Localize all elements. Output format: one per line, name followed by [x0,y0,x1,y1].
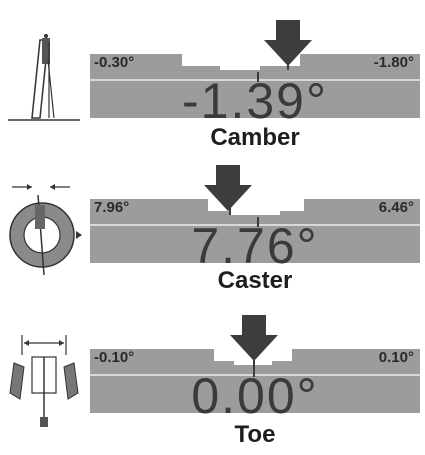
caster-row: 7.96° 6.46° 7.76° Caster [0,155,425,305]
caster-indicator-arrow-icon [204,165,252,211]
toe-value: 0.00° [191,368,319,424]
toe-vehicle-front-icon [4,305,84,435]
caster-label: Caster [217,267,293,294]
camber-min-label: -0.30° [94,54,135,71]
camber-gauge: -0.30° -1.80° -1.39° [90,20,420,130]
toe-row: -0.10° 0.10° 0.00° Toe [0,305,425,455]
toe-indicator-arrow-icon [230,315,278,361]
caster-gauge: 7.96° 6.46° 7.76° [90,165,420,275]
camber-label: Camber [210,124,300,151]
toe-gauge: -0.10° 0.10° 0.00° [90,315,420,425]
caster-wheel-icon [4,155,84,285]
camber-indicator-arrow-icon [264,20,312,66]
camber-wheel-side-icon [4,0,84,130]
caster-max-label: 6.46° [378,199,414,216]
toe-label: Toe [234,421,276,448]
caster-value: 7.76° [191,218,319,274]
camber-max-label: -1.80° [373,54,414,71]
camber-row: -0.30° -1.80° -1.39° Camber [0,0,425,151]
toe-max-label: 0.10° [378,349,414,366]
caster-min-label: 7.96° [94,199,130,216]
toe-min-label: -0.10° [94,349,135,366]
camber-value: -1.39° [182,73,328,129]
